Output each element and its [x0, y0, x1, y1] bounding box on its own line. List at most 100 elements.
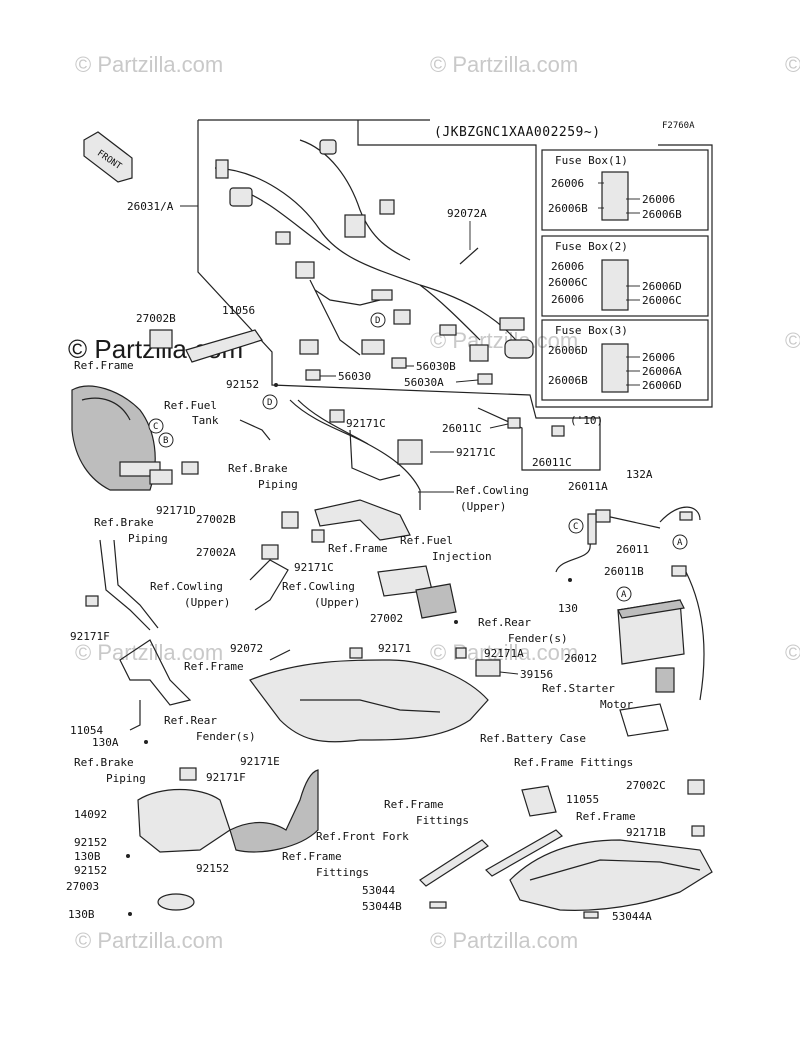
- ref-label: Ref.Brake: [74, 756, 134, 769]
- part-label: 130B: [68, 908, 95, 921]
- fuse-label: 26006D: [642, 280, 682, 293]
- ref-label: Ref.Brake: [94, 516, 154, 529]
- fuse-box-1-panel: Fuse Box(1) 26006 26006B 26006 26006B: [541, 149, 709, 231]
- ref-label: Injection: [432, 550, 492, 563]
- part-label: 14092: [74, 808, 107, 821]
- part-label: 130A: [92, 736, 119, 749]
- ref-label: (Upper): [314, 596, 360, 609]
- ref-label: Piping: [106, 772, 146, 785]
- year-note: ('10): [570, 414, 603, 427]
- rear-fender-illustration: [249, 659, 501, 743]
- ref-label: Tank: [192, 414, 219, 427]
- part-label: 92171E: [240, 755, 280, 768]
- serial-range: (JKBZGNC1XAA002259~): [434, 125, 601, 140]
- left-bracket-11054: [119, 639, 192, 706]
- diagram-code: F2760A: [662, 121, 695, 131]
- ref-label: Ref.Frame: [74, 359, 134, 372]
- part-label: 27002C: [626, 779, 666, 792]
- part-label: 53044: [362, 884, 395, 897]
- fuse-box-3-panel: Fuse Box(3) 26006D 26006B 26006 26006A 2…: [541, 319, 709, 401]
- main-wiring-harness: [214, 139, 534, 362]
- watermark-text: © Partzilla.com: [75, 928, 223, 953]
- part-label: 92171A: [484, 647, 524, 660]
- ref-label: Ref.Brake: [228, 462, 288, 475]
- watermark-text: © Partzilla.com: [430, 640, 578, 665]
- ref-label: Ref.Starter: [542, 682, 615, 695]
- part-label: 92072A: [447, 207, 487, 220]
- ref-label: Ref.Battery Case: [480, 732, 586, 745]
- marker-d-icon: D: [267, 398, 272, 408]
- part-label: 26011B: [604, 565, 644, 578]
- ref-label: (Upper): [460, 500, 506, 513]
- ref-label: Piping: [258, 478, 298, 491]
- part-label: 92152: [74, 864, 107, 877]
- fuse-label: 26006: [551, 260, 584, 273]
- fuse-box-2-panel: Fuse Box(2) 26006 26006C 26006 26006D 26…: [541, 235, 709, 317]
- ref-label: Ref.Frame: [384, 798, 444, 811]
- front-arrow-icon: FRONT: [83, 131, 133, 183]
- left-cowling-bracket: [99, 539, 159, 631]
- rear-subframe-illustration: [509, 839, 713, 911]
- watermark-text: © Partzilla.com: [785, 52, 800, 77]
- part-label: 56030: [338, 370, 371, 383]
- fuse-label: 26006B: [548, 374, 588, 387]
- ref-label: Ref.Rear: [164, 714, 217, 727]
- ref-label: Ref.Frame: [184, 660, 244, 673]
- marker-b-icon: B: [163, 436, 168, 446]
- starter-relay-illustration: [619, 667, 675, 737]
- part-label: 27003: [66, 880, 99, 893]
- fuse-label: 26006: [551, 177, 584, 190]
- watermark-text: © Partzilla.com: [785, 328, 800, 353]
- part-label: 130B: [74, 850, 101, 863]
- part-label: 92171F: [206, 771, 246, 784]
- fuse-label: 26006C: [548, 276, 588, 289]
- battery-cable: [605, 506, 701, 529]
- part-label: 92171B: [626, 826, 666, 839]
- harness-callout-outline: [197, 119, 713, 471]
- ref-label: Fender(s): [508, 632, 568, 645]
- part-label: 11054: [70, 724, 103, 737]
- ref-label: Ref.Fuel: [164, 399, 217, 412]
- ref-label: Fittings: [316, 866, 369, 879]
- ref-label: Ref.Fuel: [400, 534, 453, 547]
- fuse-label: 26006D: [548, 344, 588, 357]
- part-label: 27002A: [196, 546, 236, 559]
- part-label: 26011C: [442, 422, 482, 435]
- part-label: 92171C: [456, 446, 496, 459]
- part-label: 39156: [520, 668, 553, 681]
- watermark-text: © Partzilla.com: [785, 640, 800, 665]
- fuse-label: 26006: [642, 351, 675, 364]
- part-label: 56030B: [416, 360, 456, 373]
- watermark-text: © Partzilla.com: [75, 52, 223, 77]
- part-label: 132A: [626, 468, 653, 481]
- part-label: 26011C: [532, 456, 572, 469]
- rubber-mount: [157, 893, 195, 911]
- ref-label: Ref.Cowling: [150, 580, 223, 593]
- marker-c-icon: C: [153, 422, 158, 432]
- part-label: 26011A: [568, 480, 608, 493]
- part-label: 26012: [564, 652, 597, 665]
- watermark-text: © Partzilla.com: [430, 928, 578, 953]
- part-label: 92072: [230, 642, 263, 655]
- fuse-label: 26006: [642, 193, 675, 206]
- part-label: 53044A: [612, 910, 652, 923]
- part-label: 92171D: [156, 504, 196, 517]
- ref-label: (Upper): [184, 596, 230, 609]
- part-label: 27002: [370, 612, 403, 625]
- part-label: 92171: [378, 642, 411, 655]
- part-label: 92171C: [294, 561, 334, 574]
- marker-d-icon: D: [375, 316, 380, 326]
- fuse-label: 26006B: [548, 202, 588, 215]
- ref-label: Ref.Cowling: [282, 580, 355, 593]
- ref-label: Ref.Front Fork: [316, 830, 409, 843]
- front-cover-illustration: [137, 769, 319, 853]
- part-label: 11055: [566, 793, 599, 806]
- cowling-stay-illustration: [289, 399, 423, 510]
- strip-53044: [419, 839, 489, 887]
- battery-illustration: [617, 599, 685, 665]
- fuse-label: 26006D: [642, 379, 682, 392]
- fuse-box-2-title: Fuse Box(2): [555, 240, 628, 253]
- fuse-box-3-title: Fuse Box(3): [555, 324, 628, 337]
- marker-a-icon: A: [621, 590, 627, 600]
- fuse-label: 26006A: [642, 365, 682, 378]
